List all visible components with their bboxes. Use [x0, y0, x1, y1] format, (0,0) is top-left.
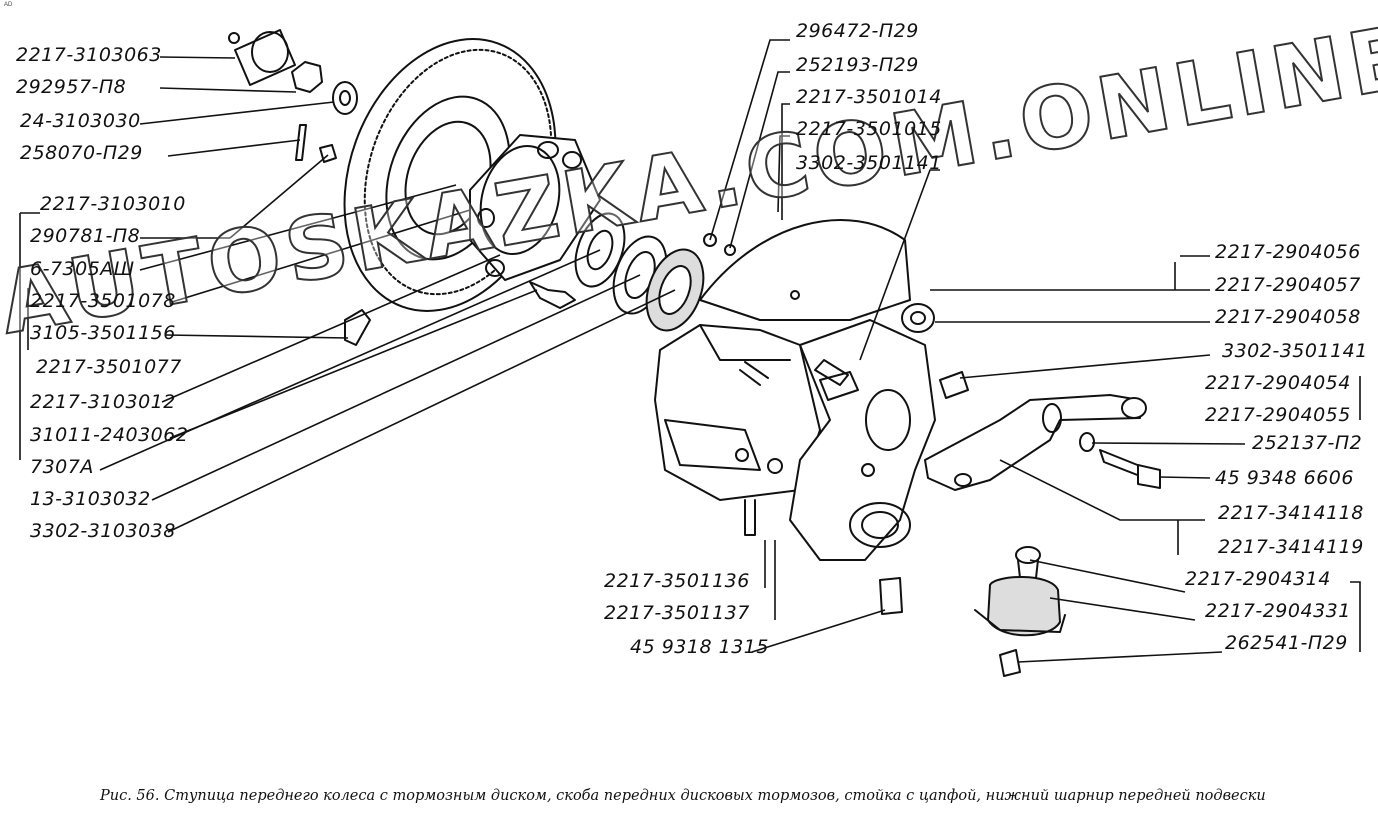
wheel-hub [469, 134, 601, 281]
label-2217-3414118: 2217-3414118 [1218, 502, 1364, 524]
label-2217-3501015: 2217-3501015 [796, 118, 942, 140]
label-2217-3501136: 2217-3501136 [604, 570, 750, 592]
brake-caliper [654, 324, 821, 536]
ball-joint [974, 546, 1066, 677]
label-2217-2904057: 2217-2904057 [1215, 274, 1361, 296]
label-2217-3103063: 2217-3103063 [16, 44, 162, 66]
label-45-9348-6606: 45 9348 6606 [1215, 467, 1354, 489]
label-2217-3414119: 2217-3414119 [1218, 536, 1364, 558]
label-2217-2904058: 2217-2904058 [1215, 306, 1361, 328]
label-7307a: 7307А [30, 456, 94, 478]
label-296472-p29: 296472-П29 [796, 20, 919, 42]
label-2217-3501137: 2217-3501137 [604, 602, 750, 624]
label-252193-p29: 252193-П29 [796, 54, 919, 76]
splash-shield [699, 219, 911, 321]
label-292957-p8: 292957-П8 [16, 76, 127, 98]
hub-cap-nut-washer [228, 29, 358, 163]
figure-caption: Рис. 56. Ступица переднего колеса с торм… [100, 788, 1266, 804]
label-2217-3501078: 2217-3501078 [30, 290, 176, 312]
bearings [574, 212, 705, 332]
label-252137-p2: 252137-П2 [1252, 432, 1363, 454]
label-2217-3501014: 2217-3501014 [796, 86, 942, 108]
label-290781-p8: 290781-П8 [30, 225, 141, 247]
label-6-7305ash: 6-7305АШ [30, 258, 135, 280]
label-262541-p29: 262541-П29 [1225, 632, 1348, 654]
label-258070-p29: 258070-П29 [20, 142, 143, 164]
label-3302-3501141-right: 3302-3501141 [1222, 340, 1368, 362]
label-2217-2904314: 2217-2904314 [1185, 568, 1331, 590]
label-2217-2904056: 2217-2904056 [1215, 241, 1361, 263]
label-45-9318-1315: 45 9318 1315 [630, 636, 769, 658]
label-3105-3501156: 3105-3501156 [30, 322, 176, 344]
label-2217-3103010: 2217-3103010 [40, 193, 186, 215]
label-2217-3501077: 2217-3501077 [36, 356, 182, 378]
label-13-3103032: 13-3103032 [30, 488, 151, 510]
label-24-3103030: 24-3103030 [20, 110, 141, 132]
label-3302-3103038: 3302-3103038 [30, 520, 176, 542]
steering-arm [924, 394, 1147, 491]
corner-mark: AD [4, 2, 13, 8]
label-2217-2904054: 2217-2904054 [1205, 372, 1351, 394]
label-2217-2904055: 2217-2904055 [1205, 404, 1351, 426]
label-3302-3501141-top: 3302-3501141 [796, 152, 942, 174]
label-2217-2904331: 2217-2904331 [1205, 600, 1351, 622]
small-bolts [344, 281, 849, 386]
label-2217-3103012: 2217-3103012 [30, 391, 176, 413]
label-31011-2403062: 31011-2403062 [30, 424, 189, 446]
steering-knuckle [789, 303, 936, 561]
bolts-right [879, 371, 1161, 615]
